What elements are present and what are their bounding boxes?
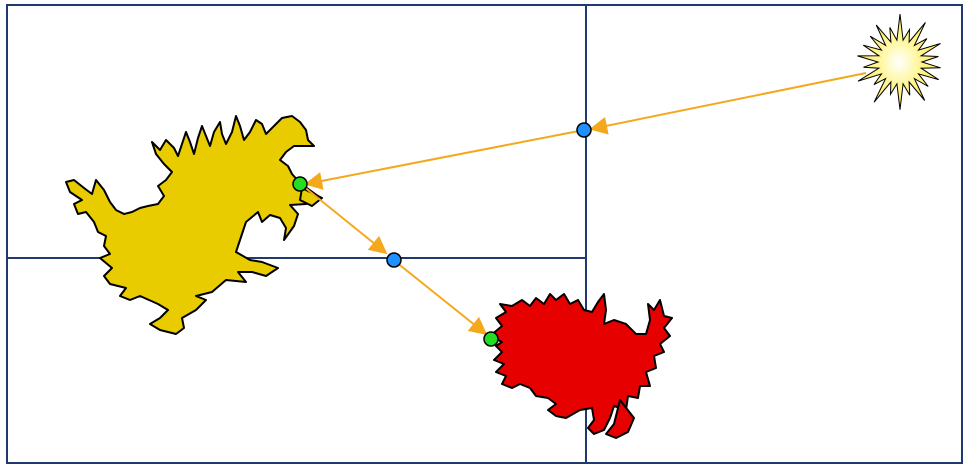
surface-point-far-object	[484, 332, 498, 346]
crossing-point-horizontal	[387, 253, 401, 267]
surface-point-near-object	[293, 177, 307, 191]
crossing-point-vertical	[577, 123, 591, 137]
